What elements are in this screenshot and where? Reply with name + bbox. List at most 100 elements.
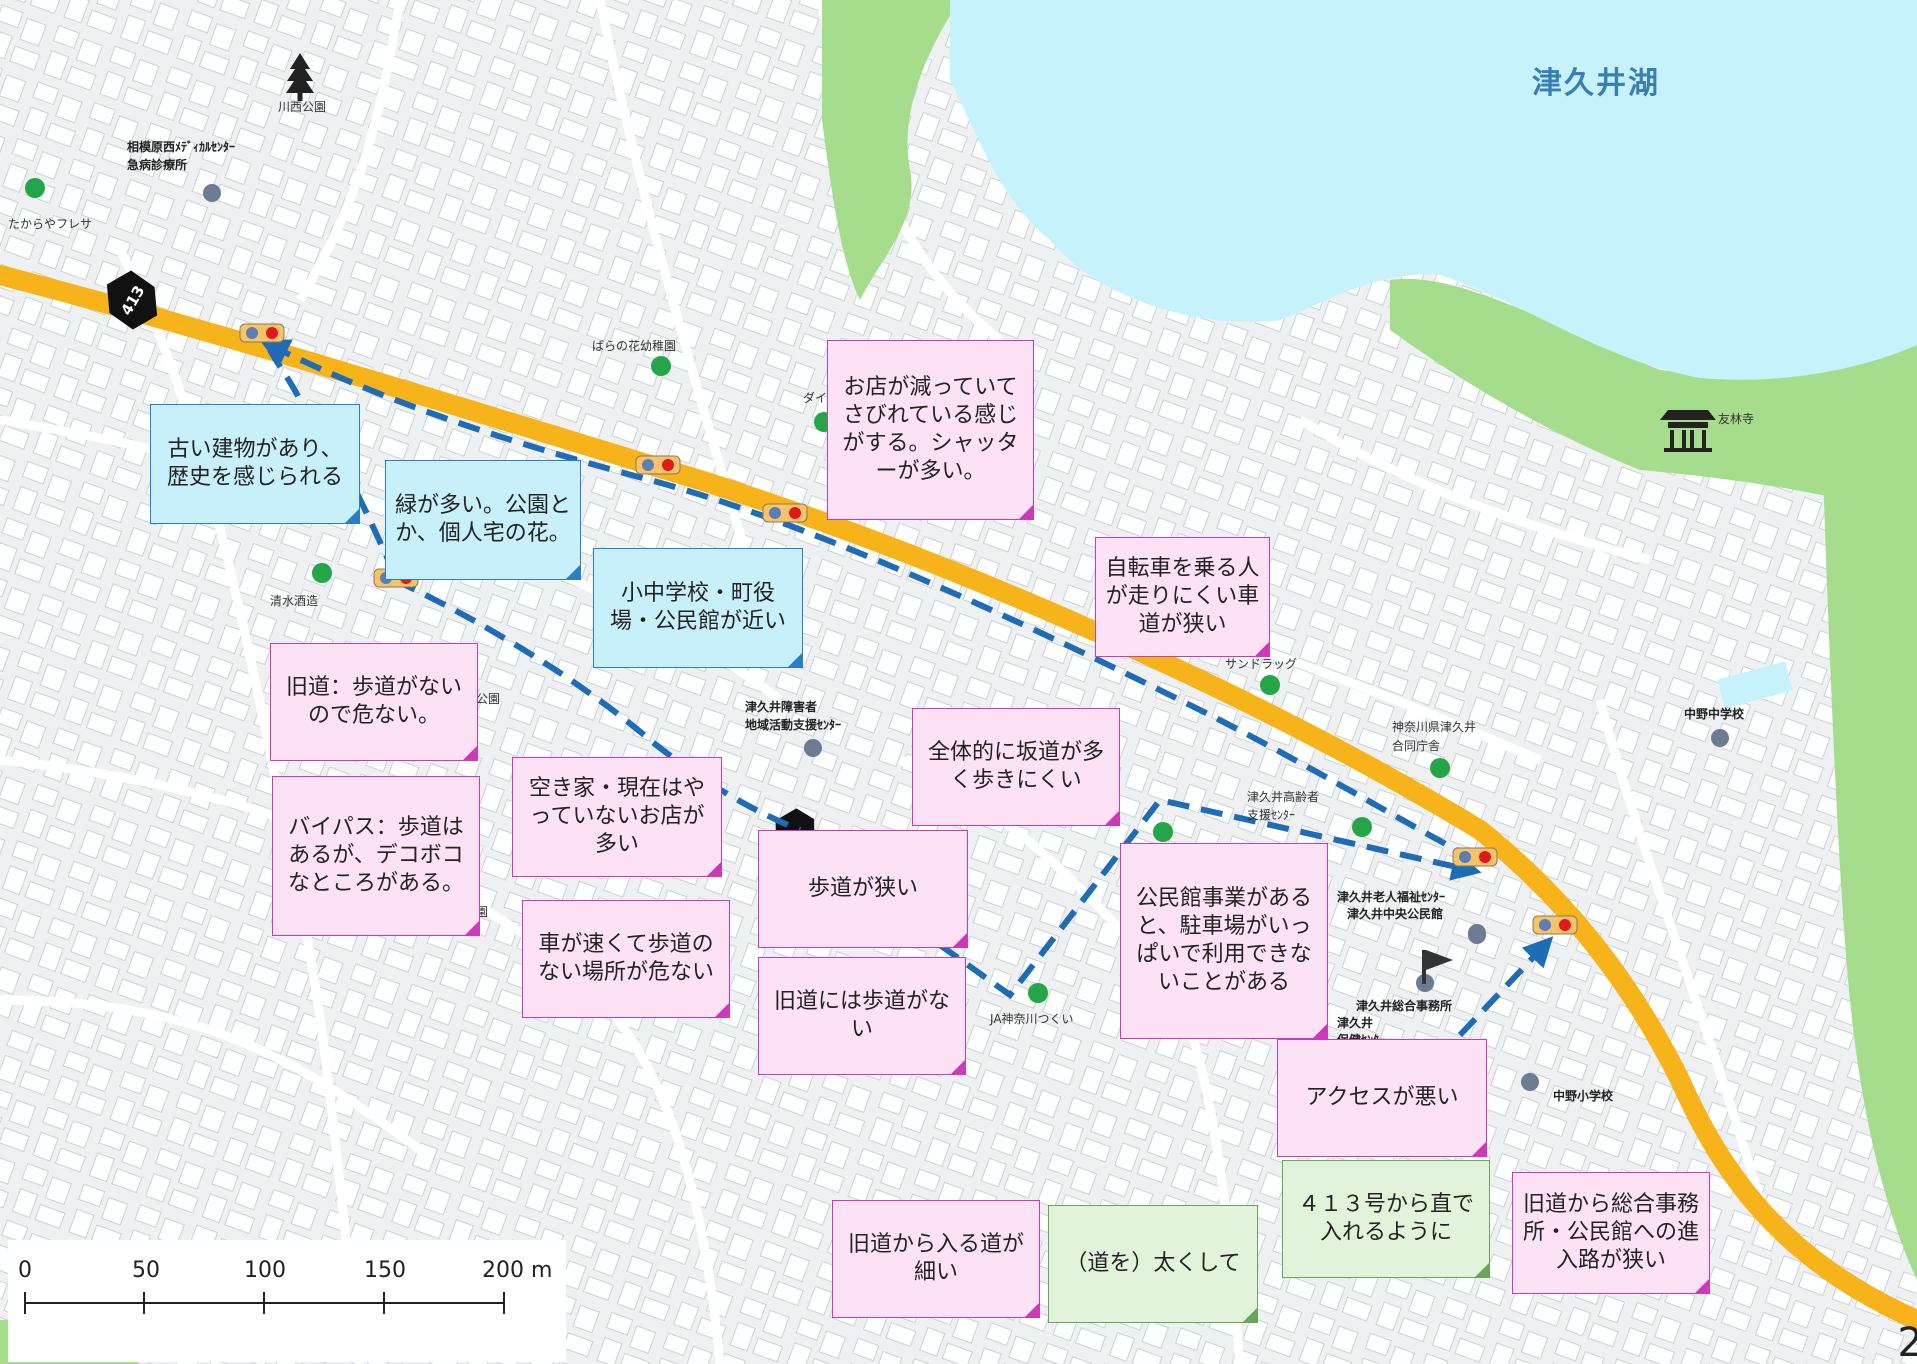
note-text: 自転車を乗る人が走りにくい車道が狭い bbox=[1105, 556, 1260, 637]
place-label-disability-support-1: 津久井障害者 bbox=[745, 700, 818, 714]
scale-bar: 0 50 100 150 200 m bbox=[8, 1240, 566, 1362]
note-vacant-houses[interactable]: 空き家・現在はやっていないお店が多い bbox=[512, 757, 722, 877]
place-label-park: 公園 bbox=[476, 692, 501, 706]
note-fold bbox=[787, 652, 803, 668]
note-fewer-shops[interactable]: お店が減っていてさびれている感じがする。シャッターが多い。 bbox=[827, 340, 1034, 520]
note-text: 空き家・現在はやっていないお店が多い bbox=[528, 776, 705, 857]
note-narrow-approach[interactable]: 旧道から総合事務所・公民館への進入路が狭い bbox=[1512, 1172, 1710, 1294]
place-label-dai: ダイ bbox=[803, 391, 828, 405]
note-narrow-entry-road[interactable]: 旧道から入る道が細い bbox=[832, 1200, 1040, 1318]
note-narrow-sidewalk[interactable]: 歩道が狭い bbox=[758, 830, 968, 948]
scale-label-100: 100 bbox=[244, 1258, 286, 1283]
poi-dot-green[interactable] bbox=[1430, 758, 1450, 778]
scale-label-150: 150 bbox=[364, 1258, 406, 1283]
poi-dot-gray[interactable] bbox=[804, 739, 822, 757]
place-label-nakano-elementary: 中野小学校 bbox=[1553, 1089, 1614, 1103]
note-fold bbox=[1254, 641, 1270, 657]
place-label-disability-support-2: 地域活動支援ｾﾝﾀｰ bbox=[745, 718, 842, 732]
note-old-road-no-sidewalk[interactable]: 旧道：歩道がないので危ない。 bbox=[270, 643, 478, 761]
note-fold bbox=[714, 1002, 730, 1018]
poi-dot-green[interactable] bbox=[1260, 675, 1280, 695]
lake-area bbox=[950, 0, 1917, 380]
green-area-lakeside bbox=[1390, 278, 1917, 520]
place-label-elderly-support-2: 支援ｾﾝﾀｰ bbox=[1247, 808, 1296, 822]
note-fold bbox=[462, 745, 478, 761]
note-fold bbox=[1694, 1278, 1710, 1294]
place-label-takaraya: たからやフレサ bbox=[8, 217, 93, 231]
traffic-signal bbox=[1452, 847, 1498, 867]
note-text: 小中学校・町役場・公民館が近い bbox=[609, 581, 786, 634]
note-fold bbox=[565, 564, 581, 580]
note-widen-road[interactable]: （道を）太くして bbox=[1048, 1205, 1258, 1323]
traffic-signal bbox=[1532, 915, 1578, 935]
poi-dots bbox=[25, 178, 1729, 1091]
note-greenery[interactable]: 緑が多い。公園とか、個人宅の花。 bbox=[385, 460, 581, 580]
note-cycling-difficult[interactable]: 自転車を乗る人が走りにくい車道が狭い bbox=[1095, 537, 1270, 657]
note-fold bbox=[1242, 1307, 1258, 1323]
note-bypass-bumpy[interactable]: バイパス：歩道はあるが、デコボコなところがある。 bbox=[272, 776, 480, 936]
note-fold bbox=[344, 508, 360, 524]
place-label-shimizu-brewery: 清水酒造 bbox=[270, 594, 319, 608]
poi-dot-gray[interactable] bbox=[1711, 729, 1729, 747]
scale-label-200: 200 m bbox=[482, 1258, 553, 1283]
note-text: お店が減っていてさびれている感じがする。シャッターが多い。 bbox=[842, 375, 1019, 484]
note-fold bbox=[1024, 1302, 1040, 1318]
note-fold bbox=[1018, 504, 1034, 520]
poi-dot-green[interactable] bbox=[312, 563, 332, 583]
place-label-kindergarten: ばらの花幼稚園 bbox=[592, 339, 677, 353]
poi-dot-green[interactable] bbox=[25, 178, 45, 198]
note-text: 古い建物があり、歴史を感じられる bbox=[166, 437, 343, 490]
poi-dot-green[interactable] bbox=[1028, 983, 1048, 1003]
poi-dot-green[interactable] bbox=[1153, 822, 1173, 842]
place-label-prefectural-office-1: 神奈川県津久井 bbox=[1392, 720, 1477, 734]
place-label-emergency-clinic: 急病診療所 bbox=[127, 158, 188, 172]
note-old-road-sidewalk[interactable]: 旧道には歩道がない bbox=[758, 957, 966, 1075]
green-area-north bbox=[822, 0, 960, 300]
note-fold bbox=[1104, 810, 1120, 826]
green-area-east bbox=[1820, 340, 1917, 1280]
note-fold bbox=[464, 920, 480, 936]
note-facilities-nearby[interactable]: 小中学校・町役場・公民館が近い bbox=[593, 548, 803, 668]
walking-routes bbox=[259, 339, 1554, 1038]
place-label-prefectural-office-2: 合同庁舎 bbox=[1392, 739, 1441, 753]
note-fold bbox=[952, 932, 968, 948]
place-label-central-community-hall: 津久井中央公民館 bbox=[1347, 907, 1444, 921]
poi-dot-gray[interactable] bbox=[1521, 1073, 1539, 1091]
place-label-general-office: 津久井総合事務所 bbox=[1356, 999, 1453, 1013]
note-fold bbox=[706, 861, 722, 877]
poi-dot-gray[interactable] bbox=[1468, 926, 1486, 944]
note-text: ４１３号から直で入れるように bbox=[1297, 1192, 1474, 1245]
place-label-yurinji: 友林寺 bbox=[1718, 412, 1755, 426]
note-text: 旧道：歩道がないので危ない。 bbox=[285, 675, 462, 728]
note-text: アクセスが悪い bbox=[1305, 1085, 1459, 1110]
note-direct-access-413[interactable]: ４１３号から直で入れるように bbox=[1282, 1160, 1490, 1278]
temple-icon bbox=[1660, 410, 1716, 452]
note-text: 歩道が狭い bbox=[807, 876, 918, 901]
note-fold bbox=[950, 1059, 966, 1075]
note-fast-cars[interactable]: 車が速くて歩道のない場所が危ない bbox=[522, 900, 730, 1018]
flag-icon bbox=[1422, 950, 1453, 984]
place-label-medical-center: 相模原西ﾒﾃﾞｨｶﾙｾﾝﾀｰ bbox=[127, 140, 236, 154]
route-413-road bbox=[0, 265, 1917, 1330]
place-label-elderly-support-1: 津久井高齢者 bbox=[1247, 790, 1320, 804]
note-old-buildings[interactable]: 古い建物があり、歴史を感じられる bbox=[150, 404, 360, 524]
traffic-signal bbox=[239, 323, 285, 343]
note-text: 全体的に坂道が多く歩きにくい bbox=[927, 740, 1104, 793]
note-poor-access[interactable]: アクセスが悪い bbox=[1277, 1039, 1487, 1157]
place-label-elderly-welfare: 津久井老人福祉ｾﾝﾀｰ bbox=[1337, 890, 1446, 904]
poi-dot-green[interactable] bbox=[651, 356, 671, 376]
note-text: 旧道から入る道が細い bbox=[847, 1232, 1024, 1285]
note-fold bbox=[1474, 1262, 1490, 1278]
note-slopes[interactable]: 全体的に坂道が多く歩きにくい bbox=[912, 708, 1120, 826]
poi-dot-green[interactable] bbox=[1352, 817, 1372, 837]
note-parking-full[interactable]: 公民館事業があると、駐車場がいっぱいで利用できないことがある bbox=[1120, 843, 1328, 1039]
traffic-signal bbox=[762, 503, 808, 523]
route-413-shield bbox=[106, 270, 158, 330]
poi-dot-gray[interactable] bbox=[203, 184, 221, 202]
note-text: バイパス：歩道はあるが、デコボコなところがある。 bbox=[287, 815, 464, 896]
page-number: 2 bbox=[1897, 1320, 1917, 1364]
scale-line bbox=[24, 1292, 505, 1314]
place-label-sundrug: サンドラッグ bbox=[1225, 657, 1298, 671]
